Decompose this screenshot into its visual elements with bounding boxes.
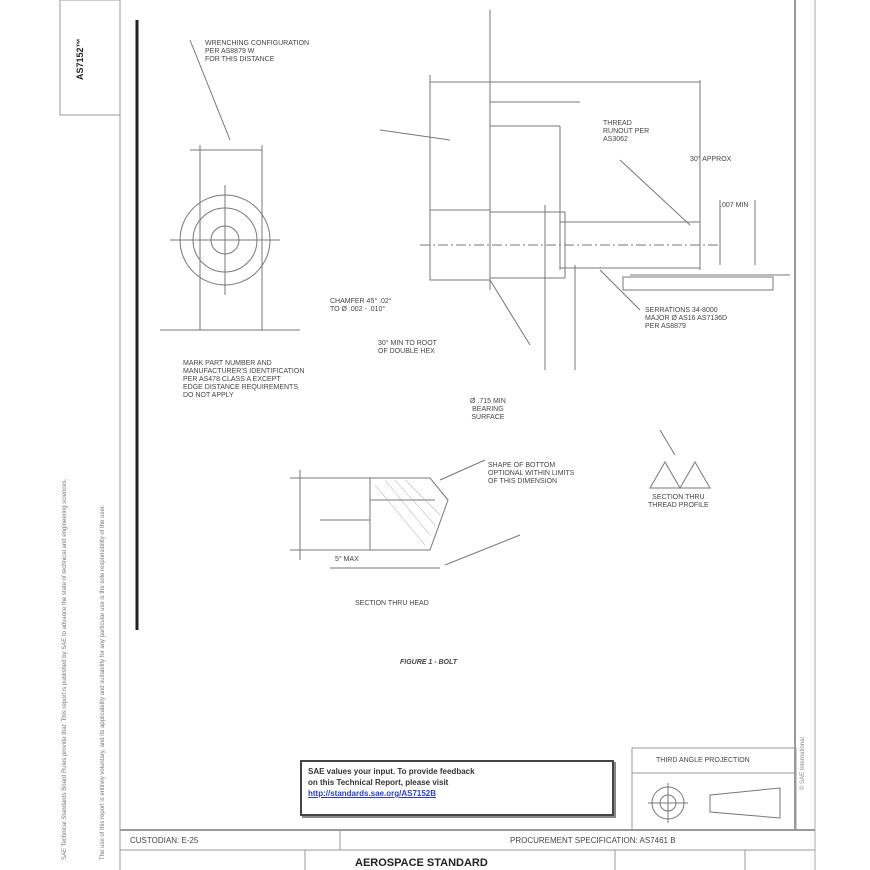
feedback-link[interactable]: http://standards.sae.org/AS7152B (308, 789, 437, 798)
callout-chamfer: CHAMFER 45° .02°TO Ø .002 - .010° (330, 298, 392, 313)
doc-number-box (59, 0, 121, 116)
doc-number-vertical: AS7152™ (75, 38, 85, 80)
procurement-label: PROCUREMENT SPECIFICATION: AS7461 B (510, 836, 676, 845)
figure-caption: FIGURE 1 - BOLT (400, 659, 458, 666)
feedback-box: SAE values your input. To provide feedba… (300, 760, 614, 816)
document-title: AEROSPACE STANDARD (355, 857, 488, 869)
right-margin-text: © SAE International (800, 737, 806, 790)
feedback-text-2: on this Technical Report, please visit (308, 778, 449, 787)
section-head-caption: SECTION THRU HEAD (355, 600, 429, 607)
callout-min: .007 MIN (720, 202, 749, 209)
callout-max: 5° MAX (335, 556, 359, 563)
custodian-label: CUSTODIAN: E-25 (130, 836, 199, 845)
callout-approx: 30° APPROX (690, 156, 732, 163)
margin-legal-text-1: SAE Technical Standards Board Rules prov… (62, 478, 68, 860)
feedback-text-1: SAE values your input. To provide feedba… (308, 767, 475, 776)
margin-legal-text-2: The use of this report is entirely volun… (100, 504, 106, 860)
projection-label: THIRD ANGLE PROJECTION (656, 757, 750, 764)
